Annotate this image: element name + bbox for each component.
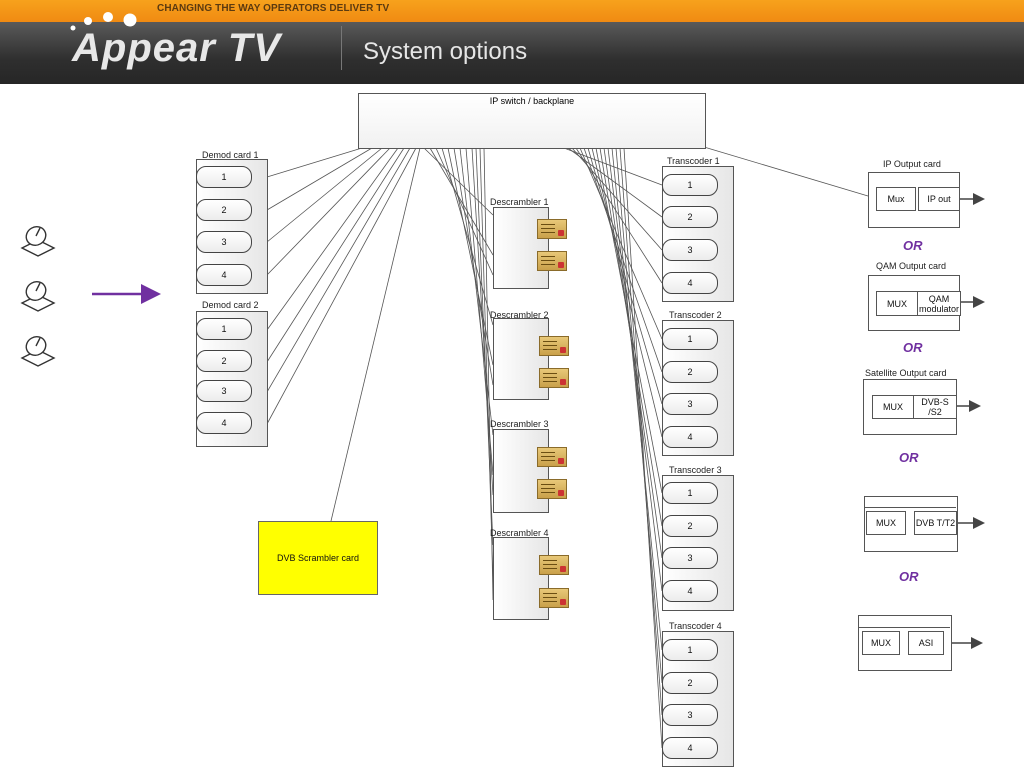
mux-box: MUX bbox=[866, 511, 906, 535]
transcoder-port: 1 bbox=[662, 174, 718, 196]
logo-divider bbox=[341, 26, 342, 70]
tagline: CHANGING THE WAY OPERATORS DELIVER TV bbox=[157, 3, 390, 14]
or-label: OR bbox=[899, 569, 919, 584]
transcoder-port: 4 bbox=[662, 580, 718, 602]
demod-card-label: Demod card 1 bbox=[202, 150, 259, 160]
descrambler-connections bbox=[423, 147, 494, 601]
switch-to-output-line bbox=[703, 146, 869, 197]
or-label: OR bbox=[903, 340, 923, 355]
ip-switch-backplane: IP switch / backplane bbox=[358, 93, 706, 149]
demod-port: 2 bbox=[196, 199, 252, 221]
demod-port: 1 bbox=[196, 166, 252, 188]
dvb-t-box: DVB T/T2 bbox=[914, 511, 957, 535]
smart-card-icon bbox=[537, 447, 567, 467]
logo: Appear TV bbox=[72, 26, 282, 70]
transcoder-port: 2 bbox=[662, 361, 718, 383]
card-divider bbox=[858, 627, 950, 628]
transcoder-port: 2 bbox=[662, 672, 718, 694]
descrambler-label: Descrambler 2 bbox=[490, 310, 549, 320]
smart-card-icon bbox=[539, 368, 569, 388]
demod-port: 4 bbox=[196, 264, 252, 286]
transcoder-port: 4 bbox=[662, 737, 718, 759]
output-card-title: Satellite Output card bbox=[865, 368, 947, 378]
transcoder-port: 1 bbox=[662, 482, 718, 504]
ip-out-box: IP out bbox=[918, 187, 960, 211]
transcoder-port: 4 bbox=[662, 426, 718, 448]
header-bar: CHANGING THE WAY OPERATORS DELIVER TV Ap… bbox=[0, 0, 1024, 84]
smart-card-icon bbox=[539, 588, 569, 608]
transcoder-port: 3 bbox=[662, 393, 718, 415]
mux-box: MUX bbox=[876, 291, 918, 316]
mux-box: MUX bbox=[872, 395, 914, 419]
satellite-dish-icon bbox=[20, 336, 56, 367]
transcoder-port: 2 bbox=[662, 206, 718, 228]
logo-dots-icon bbox=[70, 12, 137, 31]
demod-port: 4 bbox=[196, 412, 252, 434]
smart-card-icon bbox=[539, 555, 569, 575]
transcoder-connections bbox=[563, 147, 663, 749]
descrambler-label: Descrambler 1 bbox=[490, 197, 549, 207]
output-arrows bbox=[950, 193, 985, 649]
header-dark-band bbox=[0, 22, 1024, 84]
card-divider bbox=[864, 507, 956, 508]
satellite-dish-icon bbox=[20, 281, 56, 312]
demod-port: 2 bbox=[196, 350, 252, 372]
transcoder-port: 3 bbox=[662, 239, 718, 261]
page-title: System options bbox=[363, 38, 528, 65]
smart-card-icon bbox=[537, 251, 567, 271]
transcoder-port: 3 bbox=[662, 704, 718, 726]
header-orange-strip bbox=[0, 0, 1024, 22]
descrambler-card bbox=[493, 429, 549, 513]
transcoder-port: 2 bbox=[662, 515, 718, 537]
mux-box: MUX bbox=[862, 631, 900, 655]
smart-card-icon bbox=[539, 336, 569, 356]
satellite-dish-icon bbox=[20, 226, 56, 257]
demod-port: 3 bbox=[196, 231, 252, 253]
dvb-s-box: DVB-S /S2 bbox=[913, 395, 957, 419]
demod-card-label: Demod card 2 bbox=[202, 300, 259, 310]
transcoder-port: 3 bbox=[662, 547, 718, 569]
transcoder-label: Transcoder 3 bbox=[669, 465, 722, 475]
smart-card-icon bbox=[537, 219, 567, 239]
output-card-title: QAM Output card bbox=[876, 261, 947, 271]
asi-box: ASI bbox=[908, 631, 944, 655]
transcoder-label: Transcoder 4 bbox=[669, 621, 722, 631]
or-label: OR bbox=[899, 450, 919, 465]
transcoder-port: 1 bbox=[662, 328, 718, 350]
demod-port: 1 bbox=[196, 318, 252, 340]
descrambler-label: Descrambler 4 bbox=[490, 528, 549, 538]
descrambler-label: Descrambler 3 bbox=[490, 419, 549, 429]
output-card-title: IP Output card bbox=[883, 159, 941, 169]
switch-label: IP switch / backplane bbox=[489, 96, 575, 106]
transcoder-port: 4 bbox=[662, 272, 718, 294]
smart-card-icon bbox=[537, 479, 567, 499]
dvb-scrambler-card: DVB Scrambler card bbox=[258, 521, 378, 595]
transcoder-label: Transcoder 2 bbox=[669, 310, 722, 320]
mux-box: Mux bbox=[876, 187, 916, 211]
qam-modulator-box: QAM modulator bbox=[917, 291, 961, 316]
demod-port: 3 bbox=[196, 380, 252, 402]
transcoder-label: Transcoder 1 bbox=[667, 156, 720, 166]
or-label: OR bbox=[903, 238, 923, 253]
demod-connections bbox=[266, 147, 421, 522]
transcoder-port: 1 bbox=[662, 639, 718, 661]
